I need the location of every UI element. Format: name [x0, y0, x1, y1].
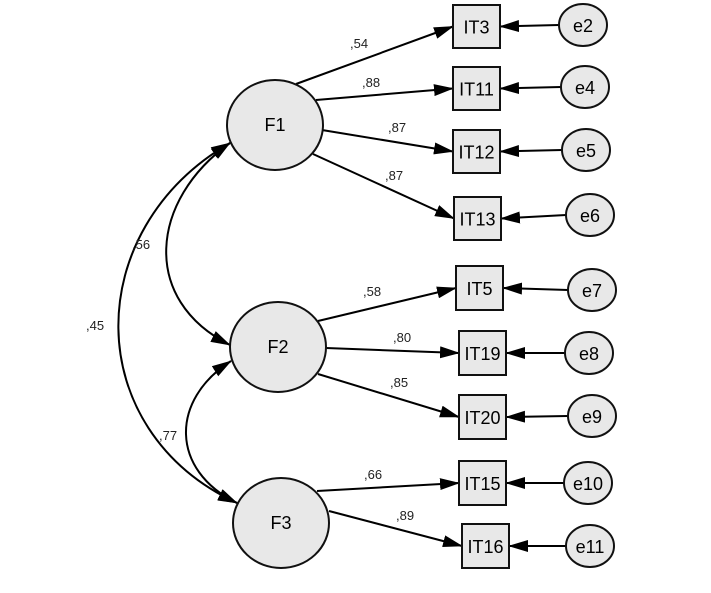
factor-node-f3: F3	[232, 477, 330, 569]
covariance-label-f1-f3: ,45	[86, 318, 104, 333]
item-node-it3: IT3	[452, 4, 501, 49]
item-label: IT11	[459, 80, 494, 100]
covariance-label-f2-f3: ,77	[159, 428, 177, 443]
error-term-ellipse	[565, 524, 615, 568]
error-label: e9	[582, 407, 602, 427]
error-label: e10	[573, 474, 603, 494]
observed-item-box	[452, 66, 501, 111]
error-node-e5: e5	[561, 128, 611, 172]
error-label: e2	[573, 16, 593, 36]
latent-factor-ellipse	[232, 477, 330, 569]
item-node-it12: IT12	[452, 129, 501, 174]
error-term-ellipse	[558, 3, 608, 47]
loading-arrow-f1-it3	[295, 25, 454, 85]
loading-arrow-f1-it12	[321, 129, 454, 155]
covariance-arrow-f2-f3	[185, 360, 238, 504]
factor-label: F1	[264, 115, 285, 135]
item-node-it20: IT20	[458, 394, 507, 440]
error-term-ellipse	[560, 65, 610, 109]
error-node-e9: e9	[567, 394, 617, 438]
observed-item-box	[453, 196, 502, 241]
observed-item-box	[452, 4, 501, 49]
item-label: IT15	[464, 474, 500, 494]
item-label: IT16	[467, 537, 503, 557]
loading-arrow-f2-it19	[325, 346, 460, 359]
error-label: e6	[580, 206, 600, 226]
item-node-it5: IT5	[455, 265, 504, 311]
error-node-e7: e7	[567, 268, 617, 312]
item-label: IT13	[459, 210, 495, 230]
observed-item-box	[458, 394, 507, 440]
observed-item-box	[455, 265, 504, 311]
loading-label-it3: ,54	[350, 36, 368, 51]
error-node-e2: e2	[558, 3, 608, 47]
item-node-it11: IT11	[452, 66, 501, 111]
loading-arrow-f2-it5	[317, 286, 457, 322]
error-label: e8	[579, 344, 599, 364]
covariance-arrow-f1-f3	[117, 142, 238, 504]
item-label: IT3	[463, 18, 489, 38]
loading-label-it5: ,58	[363, 284, 381, 299]
factor-label: F3	[270, 513, 291, 533]
error-arrow-e7	[502, 282, 569, 295]
error-term-ellipse	[561, 128, 611, 172]
item-label: IT19	[464, 344, 500, 364]
factor-label: F2	[267, 337, 288, 357]
covariance-label-f1-f2: ,56	[132, 237, 150, 252]
loading-label-it11: ,88	[362, 75, 380, 90]
error-term-ellipse	[567, 268, 617, 312]
error-term-ellipse	[564, 331, 614, 375]
error-term-ellipse	[567, 394, 617, 438]
observed-item-box	[461, 523, 510, 569]
factor-node-f2: F2	[229, 301, 327, 393]
loading-label-it16: ,89	[396, 508, 414, 523]
error-label: e7	[582, 281, 602, 301]
latent-factor-ellipse	[226, 79, 324, 171]
error-arrow-e4	[499, 82, 562, 95]
item-label: IT20	[464, 408, 500, 428]
loading-arrow-f2-it20	[317, 373, 460, 418]
error-node-e10: e10	[563, 461, 613, 505]
loading-label-it20: ,85	[390, 375, 408, 390]
factor-node-f1: F1	[226, 79, 324, 171]
error-arrow-e2	[499, 20, 560, 33]
latent-factor-ellipse	[229, 301, 327, 393]
observed-item-box	[452, 129, 501, 174]
loading-label-it19: ,80	[393, 330, 411, 345]
covariance-arrow-f1-f2	[165, 142, 231, 346]
loading-label-it15: ,66	[364, 467, 382, 482]
item-node-it16: IT16	[461, 523, 510, 569]
loading-arrow-f3-it16	[328, 510, 463, 547]
error-term-ellipse	[563, 461, 613, 505]
item-label: IT5	[466, 279, 492, 299]
observed-item-box	[458, 330, 507, 376]
error-label: e4	[575, 78, 595, 98]
error-term-ellipse	[565, 193, 615, 237]
item-node-it15: IT15	[458, 460, 507, 506]
item-node-it19: IT19	[458, 330, 507, 376]
error-node-e8: e8	[564, 331, 614, 375]
error-arrow-e5	[499, 145, 563, 158]
loading-arrow-f1-it13	[312, 153, 455, 220]
error-label: e5	[576, 141, 596, 161]
item-node-it13: IT13	[453, 196, 502, 241]
loading-arrow-f3-it15	[316, 478, 460, 492]
loading-label-it13: ,87	[385, 168, 403, 183]
error-node-e6: e6	[565, 193, 615, 237]
error-arrow-e9	[505, 410, 569, 423]
error-node-e4: e4	[560, 65, 610, 109]
loading-arrow-f1-it11	[315, 84, 454, 101]
error-node-e11: e11	[565, 524, 615, 568]
item-label: IT12	[458, 143, 494, 163]
loading-label-it12: ,87	[388, 120, 406, 135]
observed-item-box	[458, 460, 507, 506]
error-label: e11	[576, 537, 605, 557]
error-arrow-e6	[500, 211, 567, 224]
